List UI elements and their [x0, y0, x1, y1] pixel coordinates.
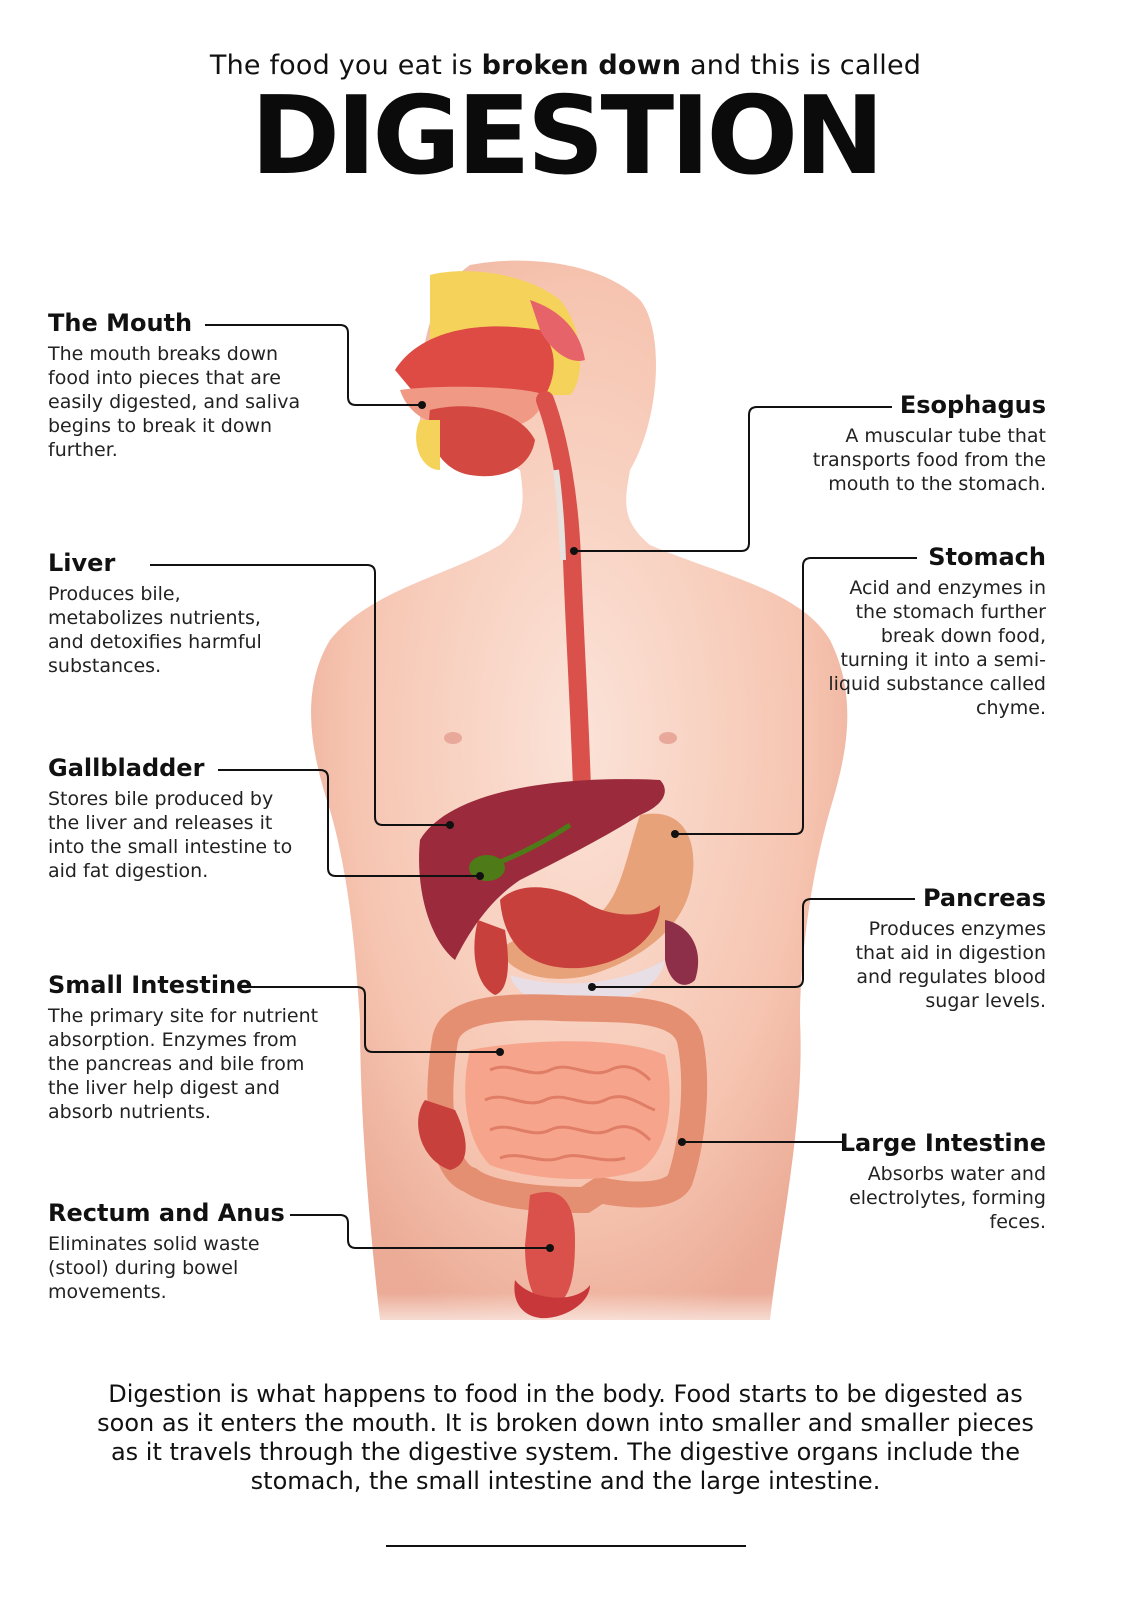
label-gallbladder: Gallbladder Stores bile produced by the … — [48, 754, 308, 883]
leader-stomach — [675, 557, 917, 835]
bottom-divider — [386, 1545, 746, 1547]
intro-before: The food you eat is — [209, 50, 482, 81]
label-mouth: The Mouth The mouth breaks down food int… — [48, 309, 318, 462]
label-liver-title: Liver — [48, 549, 116, 577]
leader-gallbladder — [218, 769, 480, 877]
leader-small-intestine — [240, 986, 500, 1053]
label-esophagus: Esophagus A muscular tube that transport… — [796, 391, 1046, 496]
gallbladder-organ — [469, 855, 505, 881]
liver-organ — [419, 779, 665, 960]
label-stomach-title: Stomach — [928, 543, 1046, 571]
leader-rectum — [290, 1214, 550, 1249]
label-esophagus-title: Esophagus — [899, 391, 1046, 419]
label-liver: Liver Produces bile, metabolizes nutrien… — [48, 549, 288, 678]
label-pancreas-text: Produces enzymes that aid in digestion a… — [855, 917, 1046, 1012]
leader-dots — [418, 401, 686, 1252]
label-large-intestine-title: Large Intestine — [839, 1129, 1046, 1157]
label-mouth-text: The mouth breaks down food into pieces t… — [48, 342, 301, 461]
pancreas-organ — [510, 960, 665, 1005]
large-intestine-organ — [427, 994, 708, 1214]
label-rectum: Rectum and Anus Eliminates solid waste (… — [48, 1199, 288, 1304]
label-stomach-text: Acid and enzymes in the stomach further … — [828, 576, 1046, 719]
leader-liver — [150, 564, 450, 826]
page-title: DIGESTION — [250, 74, 884, 199]
leader-esophagus — [574, 406, 892, 552]
leader-lines — [150, 324, 917, 1249]
summary-paragraph: Digestion is what happens to food in the… — [97, 1380, 1034, 1495]
intro-bold: broken down — [481, 50, 682, 81]
label-mouth-title: The Mouth — [48, 309, 193, 337]
label-pancreas-title: Pancreas — [922, 884, 1046, 912]
leader-pancreas — [592, 898, 915, 988]
label-large-intestine-text: Absorbs water and electrolytes, forming … — [849, 1162, 1046, 1233]
nipple-right — [659, 732, 677, 744]
label-esophagus-text: A muscular tube that transports food fro… — [812, 424, 1046, 495]
label-rectum-title: Rectum and Anus — [48, 1199, 285, 1227]
label-small-intestine: Small Intestine The primary site for nut… — [48, 971, 333, 1124]
small-intestine-organ — [465, 1041, 670, 1180]
esophagus-tube — [536, 391, 591, 799]
intro-line: The food you eat is broken down and this… — [0, 50, 1131, 81]
label-rectum-text: Eliminates solid waste (stool) during bo… — [48, 1232, 260, 1303]
intro-after: and this is called — [681, 50, 922, 81]
label-gallbladder-text: Stores bile produced by the liver and re… — [48, 787, 293, 882]
head-cross-section — [395, 271, 585, 477]
label-small-intestine-text: The primary site for nutrient absorption… — [48, 1004, 319, 1123]
leader-mouth — [205, 324, 422, 406]
label-small-intestine-title: Small Intestine — [48, 971, 253, 999]
label-liver-text: Produces bile, metabolizes nutrients, an… — [48, 582, 262, 677]
nipple-left — [444, 732, 462, 744]
label-gallbladder-title: Gallbladder — [48, 754, 205, 782]
label-large-intestine: Large Intestine Absorbs water and electr… — [836, 1129, 1046, 1234]
label-stomach: Stomach Acid and enzymes in the stomach … — [826, 543, 1046, 720]
label-pancreas: Pancreas Produces enzymes that aid in di… — [836, 884, 1046, 1013]
